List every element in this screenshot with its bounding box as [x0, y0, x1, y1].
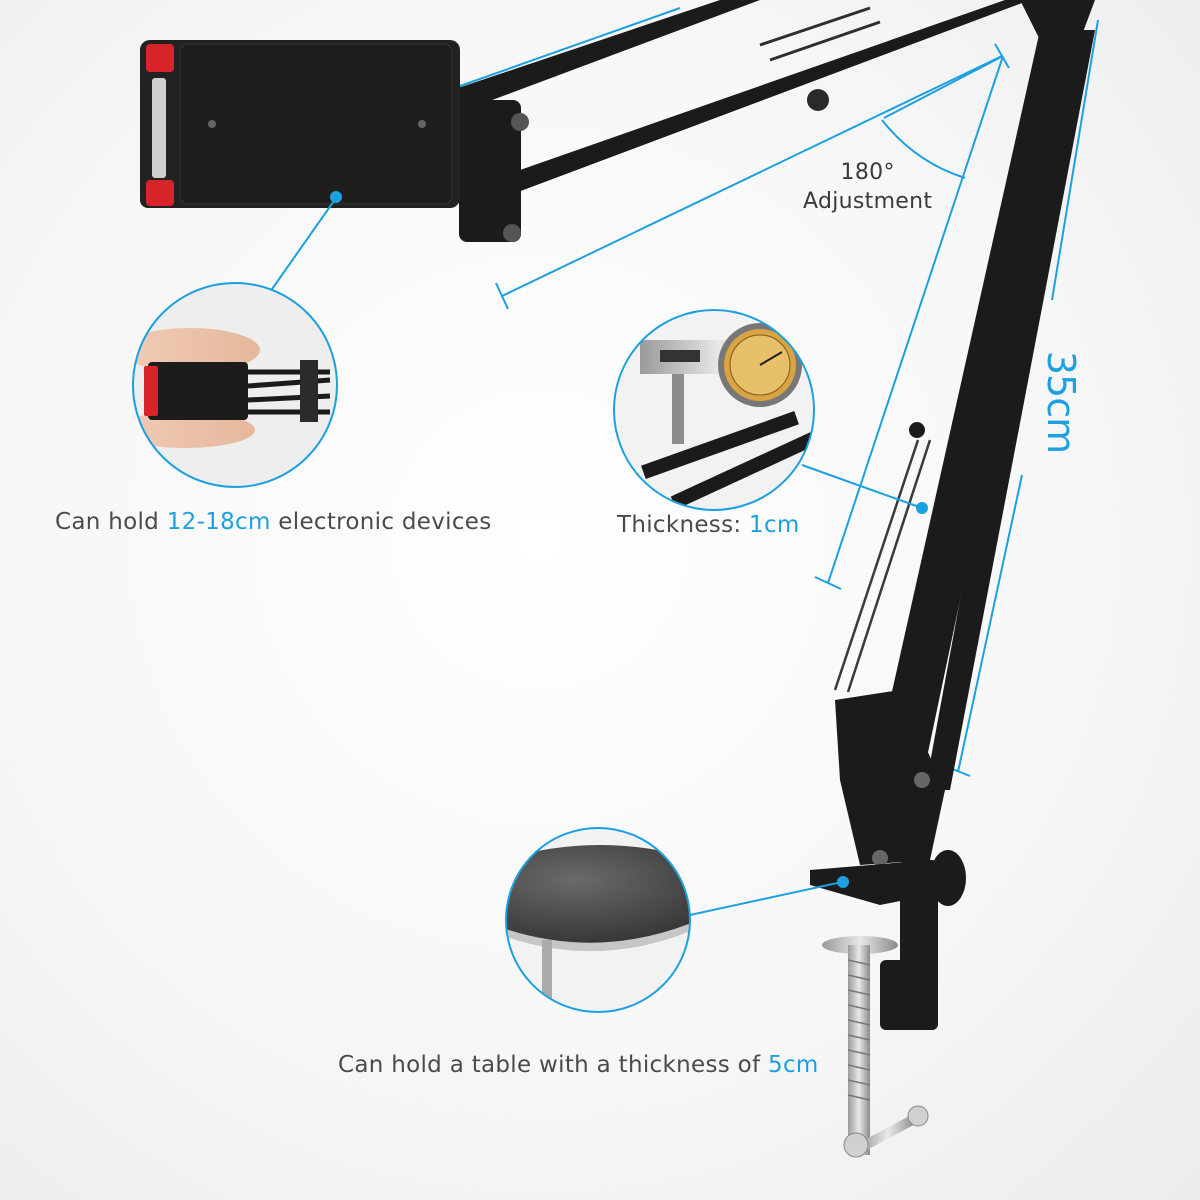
- stand-arm: [458, 0, 1095, 1030]
- callout-pointers: [269, 191, 928, 916]
- thickness-label-prefix: Thickness:: [617, 512, 750, 538]
- thickness-label: Thickness: 1cm: [617, 512, 800, 538]
- thickness-value: 1cm: [749, 512, 800, 538]
- table-label-prefix: Can hold a table with a thickness of: [338, 1052, 769, 1078]
- angle-value: 180°: [840, 160, 895, 185]
- spring: [833, 439, 932, 693]
- zoom-circle-table: [505, 827, 691, 1013]
- clamp-screw: [822, 936, 929, 1158]
- zoom-circle-caliper: [613, 309, 815, 511]
- arm-length-label: 35cm: [1039, 350, 1084, 454]
- table-thickness-label: Can hold a table with a thickness of 5cm: [338, 1052, 819, 1078]
- table-thickness-value: 5cm: [768, 1052, 819, 1078]
- device-label-suffix: electronic devices: [270, 509, 492, 535]
- tablet-holder: [140, 40, 460, 208]
- angle-caption: Adjustment: [803, 189, 933, 214]
- dimension-lines: [454, 7, 1099, 777]
- device-label-prefix: Can hold: [55, 509, 167, 535]
- angle-adjustment-label: 180° Adjustment: [803, 158, 932, 216]
- device-size-value: 12-18cm: [166, 509, 271, 535]
- zoom-circle-device: [132, 282, 338, 488]
- device-size-label: Can hold 12-18cm electronic devices: [55, 509, 492, 535]
